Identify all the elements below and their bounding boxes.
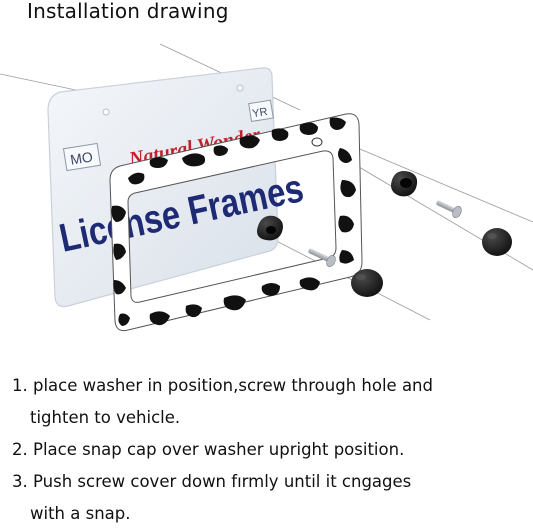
instruction-step-3: 3. Push screw cover down fırmly until it… — [12, 466, 527, 530]
screw-middle — [436, 200, 462, 218]
snap-cap-lower — [351, 269, 383, 297]
washer-top-right — [391, 171, 418, 197]
license-plate: MO YR Natural Wonder License Frames — [47, 67, 307, 308]
instruction-step-1: 1. place washer in position,screw throug… — [12, 370, 527, 434]
installation-diagram: MO YR Natural Wonder License Frames — [0, 43, 533, 332]
cow-print-frame — [109, 113, 363, 332]
instruction-list: 1. place washer in position,screw throug… — [12, 370, 527, 530]
instruction-step-3-line-1: 3. Push screw cover down fırmly until it… — [12, 472, 412, 491]
instruction-step-1-line-1: 1. place washer in position,screw throug… — [12, 376, 433, 395]
page-title: Installation drawing — [27, 0, 229, 23]
plate-year-tag: YR — [251, 106, 268, 120]
snap-cap-right — [482, 228, 512, 256]
instruction-step-1-line-2: tighten to vehicle. — [30, 408, 181, 427]
instruction-step-2: 2. Place snap cap over washer upright po… — [12, 434, 527, 466]
instruction-step-3-line-2: with a snap. — [30, 504, 131, 523]
screw-lower — [308, 248, 336, 267]
washer-center — [257, 215, 283, 241]
instruction-step-2-line-1: 2. Place snap cap over washer upright po… — [12, 440, 405, 459]
plate-state-code: MO — [69, 148, 94, 167]
